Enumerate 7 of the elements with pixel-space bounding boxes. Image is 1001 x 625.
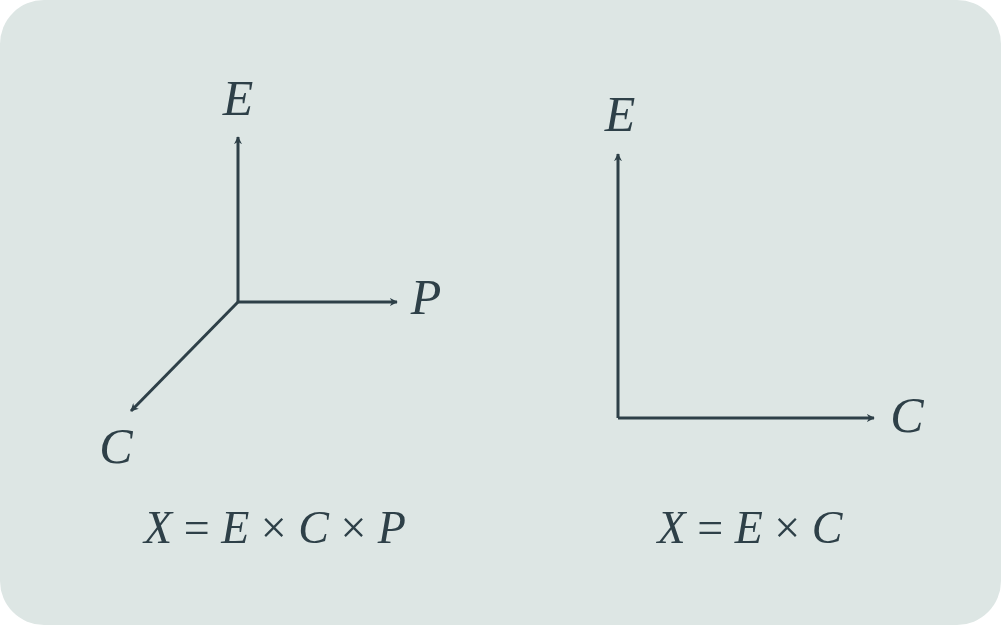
formula: X = E × C × P xyxy=(144,505,406,551)
axis-label: P xyxy=(410,272,442,322)
axis-label: C xyxy=(99,421,133,471)
formula: X = E × C xyxy=(657,505,843,551)
axis-label: E xyxy=(604,89,636,139)
axis-label: E xyxy=(222,73,254,123)
axis-label: C xyxy=(890,390,924,440)
